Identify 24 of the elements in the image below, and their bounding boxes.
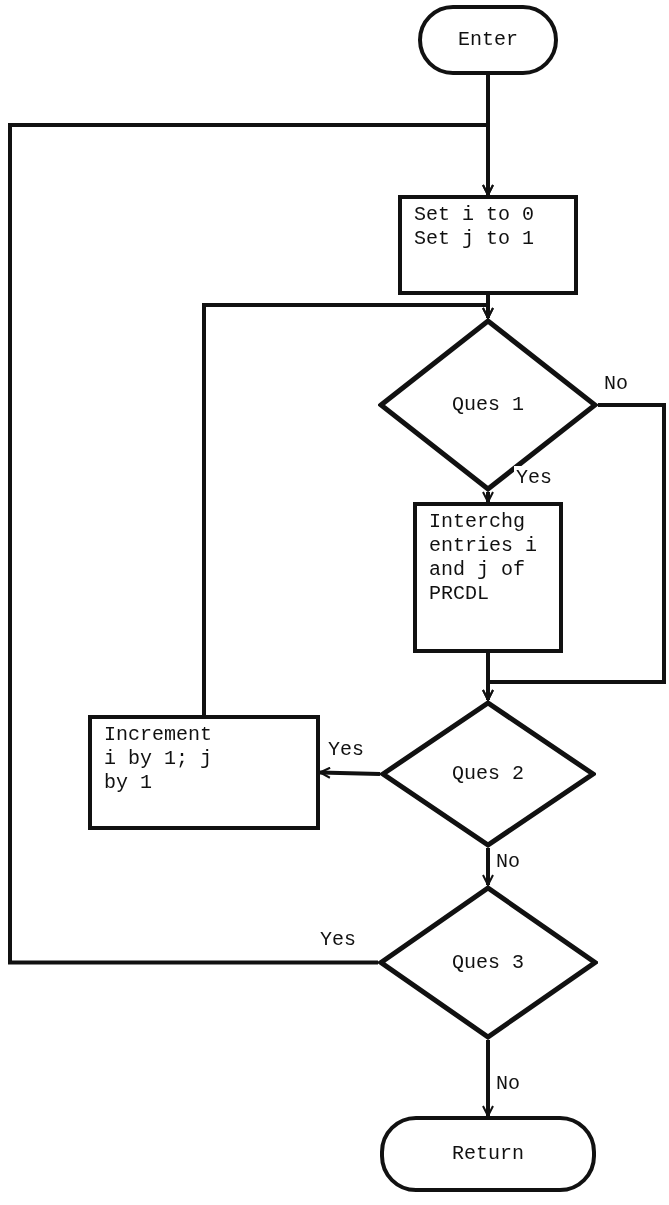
node-text: Ques 1 xyxy=(452,393,524,417)
node-text: Increment i by 1; j by 1 xyxy=(104,723,214,795)
decision-diamond xyxy=(380,700,596,848)
terminator-box xyxy=(418,5,558,75)
node-text: Enter xyxy=(458,28,518,52)
arrow xyxy=(482,1040,494,1117)
arrow xyxy=(319,766,381,779)
terminator-box xyxy=(380,1116,596,1192)
node-text: Set i to 0 xyxy=(414,203,536,227)
node-text: Set j to 1 xyxy=(414,227,536,251)
decision-diamond xyxy=(378,318,598,492)
process-box xyxy=(88,715,320,830)
arrow xyxy=(202,303,494,715)
node-text: Return xyxy=(452,1142,524,1166)
node-text: Ques 3 xyxy=(452,950,524,975)
node-text: Interchg entries i and j of PRCDL xyxy=(429,510,539,606)
arrow xyxy=(482,848,494,886)
arrow xyxy=(482,491,494,503)
arrow xyxy=(482,653,494,701)
arrow xyxy=(8,123,494,965)
process-box xyxy=(398,195,578,295)
node-text: Ques 2 xyxy=(452,762,524,786)
decision-diamond xyxy=(378,885,598,1040)
process-box xyxy=(413,502,563,653)
